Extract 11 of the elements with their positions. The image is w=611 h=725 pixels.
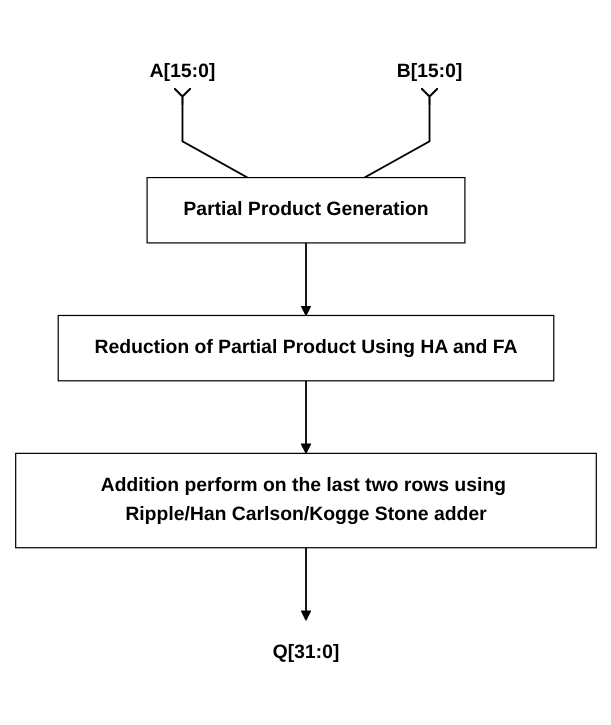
node-text: A[15:0] [149, 61, 215, 82]
node-text: B[15:0] [396, 61, 462, 82]
connector [172, 86, 248, 178]
arrow [300, 548, 311, 621]
node-box: Partial Product Generation [146, 176, 465, 244]
arrow [300, 380, 311, 454]
node-box: Reduction of Partial Product Using HA and FA [57, 314, 554, 382]
node-box: Addition perform on the last two rows using Ripple/Han Carlson/Kogge Stone adder [14, 452, 596, 548]
arrow [300, 242, 311, 316]
node-text: Q[31:0] [272, 642, 339, 662]
connector [364, 86, 439, 178]
